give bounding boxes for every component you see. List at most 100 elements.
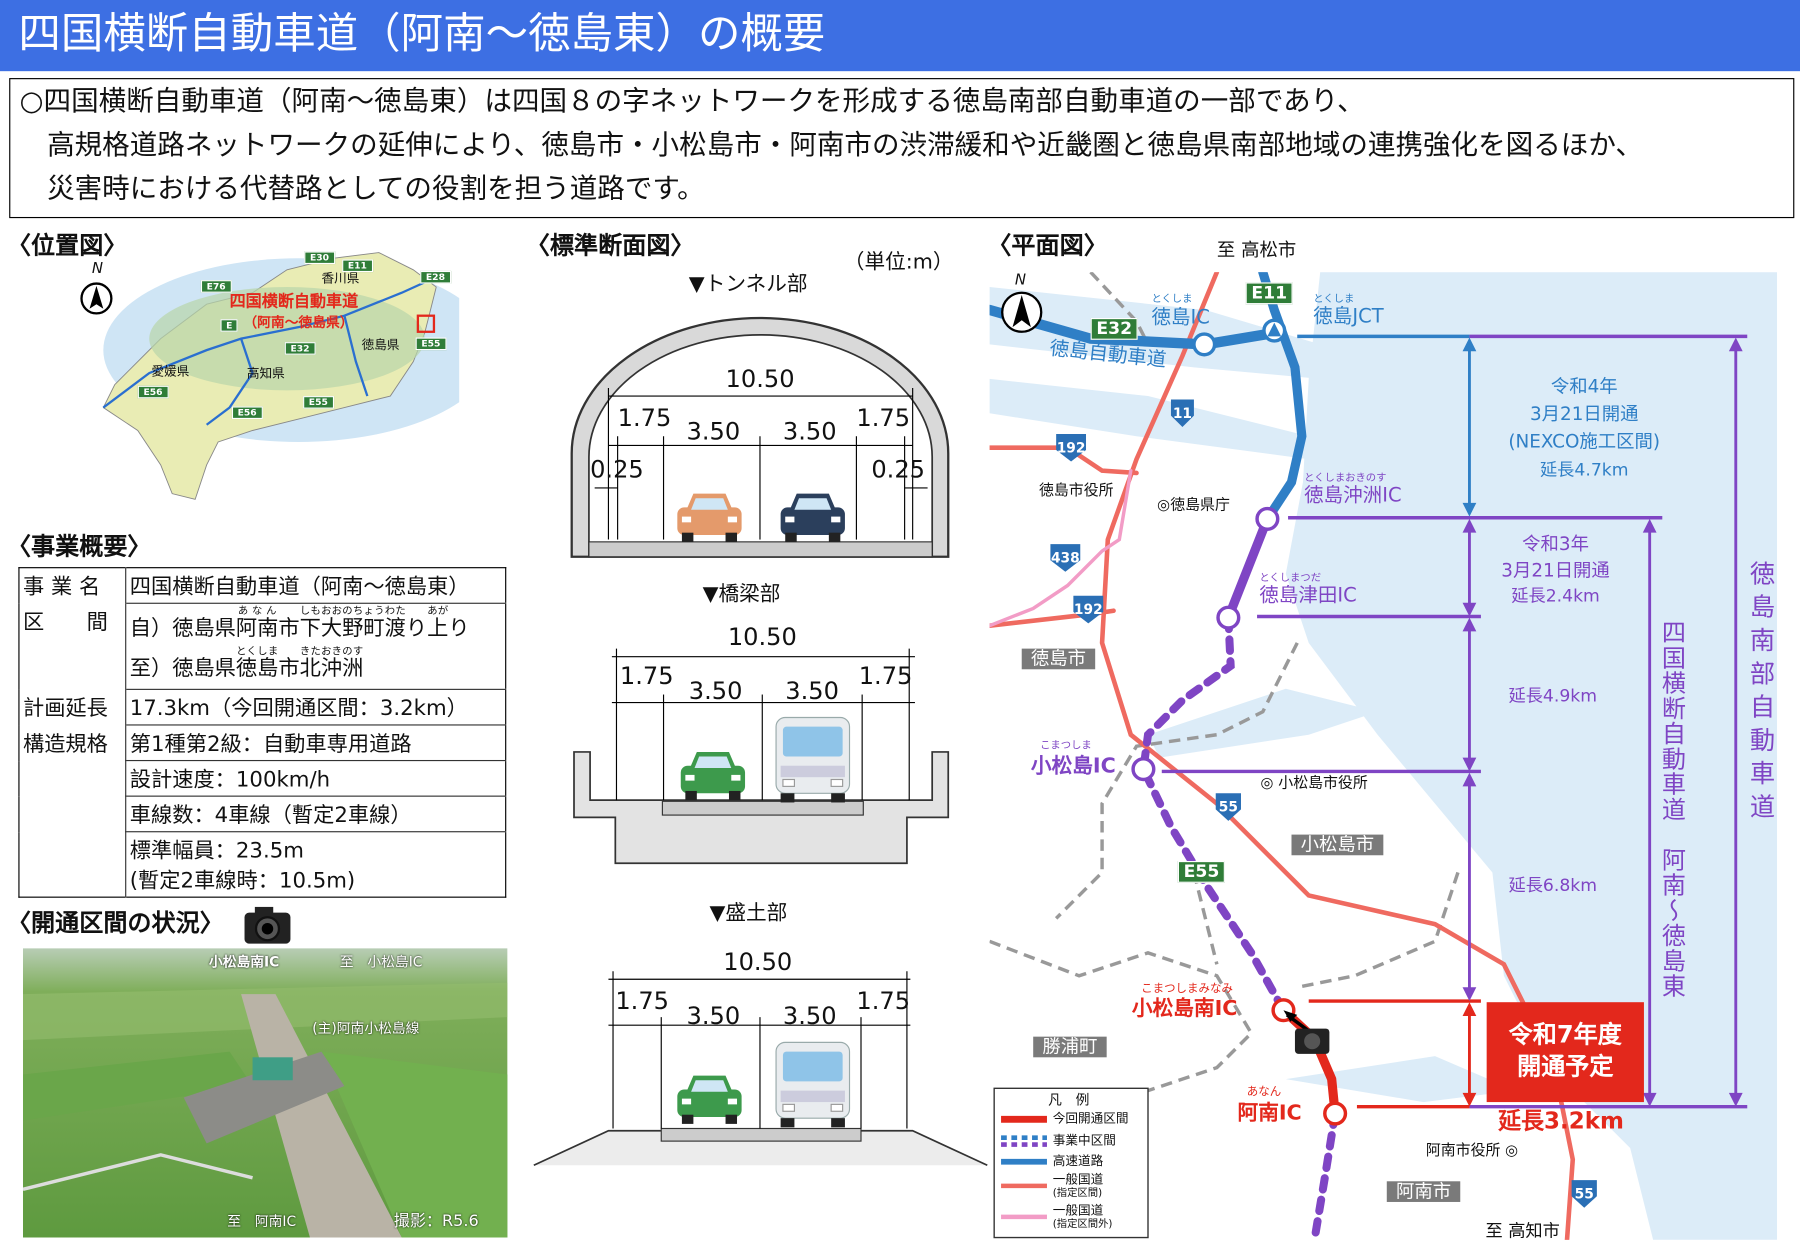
ic-marker xyxy=(1192,332,1217,357)
section-text: 至）徳島県 xyxy=(129,656,236,681)
segment-note: (NEXCO施工区間) xyxy=(1508,430,1661,453)
camera-icon xyxy=(244,906,291,944)
intro-line: 災害時における代替路としての役割を担う道路です。 xyxy=(19,172,705,205)
north-label: N xyxy=(1014,272,1027,290)
row-label: 構造規格 xyxy=(18,724,127,898)
row-value: 17.3km（今回開通区間：3.2km） xyxy=(125,689,506,726)
segment-length: 延長6.8km xyxy=(1508,874,1598,896)
dim-shoulder: 1.75 xyxy=(619,662,674,690)
section-text: 市 xyxy=(278,616,300,641)
opening-status: 開通予定 xyxy=(1517,1052,1614,1081)
dim-shoulder: 1.75 xyxy=(615,987,670,1015)
site-photo xyxy=(22,948,508,1238)
dim-lane: 3.50 xyxy=(782,1002,837,1030)
label-komatsushima-ic: 小松島IC xyxy=(1030,754,1116,779)
north-arrow-icon xyxy=(1001,291,1043,333)
sign-e32: E32 xyxy=(1090,317,1138,341)
intro-line: 高規格道路ネットワークの延伸により、徳島市・小松島市・阿南市の渋滞緩和や近畿圏と… xyxy=(19,128,1643,161)
photo-label-direction: 至 小松島IC xyxy=(339,953,423,971)
tunnel-section xyxy=(570,316,950,558)
bridge-section xyxy=(573,648,950,865)
opening-badge: 令和7年度開通予定 xyxy=(1486,1002,1644,1103)
legend-item-note: (指定区間) xyxy=(1052,1188,1103,1200)
dim-lane: 3.50 xyxy=(785,677,839,705)
photo-label-ic: 小松島南IC xyxy=(208,953,280,971)
unit-label: （単位:m） xyxy=(843,250,954,275)
label-anan-ic: 阿南IC xyxy=(1237,1100,1302,1126)
overview-heading: 〈事業概要〉 xyxy=(6,532,152,561)
photo-label-road: (主)阿南小松島線 xyxy=(312,1020,420,1037)
furigana: とくしまおきのす xyxy=(1304,472,1387,485)
legend-item: 事業中区間 xyxy=(1052,1133,1116,1148)
photo-label-direction: 至 阿南IC xyxy=(227,1213,297,1230)
vertical-label-route: 四国横断自動車道 阿南〜徳島東 xyxy=(1659,619,1687,999)
dim-total: 10.50 xyxy=(727,623,797,651)
pref-kagawa: 香川県 xyxy=(321,270,360,286)
row-value: 四国横断自動車道（阿南～徳島東） xyxy=(125,567,506,604)
dim-total: 10.50 xyxy=(725,365,795,393)
label-tokushima-jct: 徳島JCT xyxy=(1313,305,1384,329)
furigana: きたおきのす xyxy=(299,646,364,658)
segment-year: 令和4年 xyxy=(1550,375,1618,398)
row-value: 設計速度：100km/h xyxy=(125,760,506,797)
dim-shoulder: 1.75 xyxy=(856,404,911,432)
shield-55: 55 xyxy=(1219,800,1238,816)
dim-lane: 3.50 xyxy=(688,677,743,705)
earthwork-section xyxy=(533,971,988,1167)
sign-e55: E55 xyxy=(415,337,447,351)
pref-kochi: 高知県 xyxy=(246,366,285,382)
row-label: 計画延長 xyxy=(18,689,127,725)
label-city-hall: 徳島市役所 xyxy=(1038,482,1114,500)
segment-date: 3月21日開通 xyxy=(1501,559,1610,581)
plan-heading: 〈平面図〉 xyxy=(987,231,1108,260)
overview-table: 事 業 名四国横断自動車道（阿南～徳島東） 区 間 自）徳島県阿南あなん市下大野… xyxy=(18,567,507,898)
label-katsuura: 勝浦町 xyxy=(1033,1036,1107,1058)
sign-e56: E56 xyxy=(137,385,169,399)
map-legend xyxy=(993,1087,1149,1239)
opening-year: 令和7年度 xyxy=(1508,1020,1622,1049)
label-anan-city: 阿南市 xyxy=(1386,1180,1461,1203)
row-label: 事 業 名 xyxy=(18,567,127,604)
cross-section-heading: 〈標準断面図〉 xyxy=(525,231,695,260)
section-text: 阿南 xyxy=(235,616,279,641)
earthwork-label: ▼盛土部 xyxy=(709,901,788,926)
section-text: 下大野町渡 xyxy=(299,616,406,641)
dim-lane: 3.50 xyxy=(686,417,741,446)
furigana: あなん xyxy=(1246,1086,1282,1099)
segment-date: 3月21日開通 xyxy=(1529,402,1639,425)
sign-e32: E32 xyxy=(284,342,316,355)
legend-item: 一般国道 xyxy=(1052,1203,1104,1219)
struct-width-temp: (暫定2車線時：10.5m) xyxy=(129,869,356,894)
bridge-label: ▼橋梁部 xyxy=(702,582,781,607)
section-text: 自）徳島県 xyxy=(129,616,236,641)
furigana: とくしま xyxy=(1151,293,1193,306)
sign-e55: E55 xyxy=(303,396,334,409)
label-tsuda-ic: 徳島津田IC xyxy=(1259,584,1357,608)
route-label-sub: （阿南～徳島県） xyxy=(243,314,354,331)
furigana: こまつしまみなみ xyxy=(1141,982,1233,996)
furigana: あが xyxy=(427,606,449,618)
section-text: り xyxy=(448,616,470,641)
dim-shoulder: 1.75 xyxy=(856,987,911,1015)
row-value: 第1種第2級：自動車専用道路 xyxy=(125,724,506,762)
shield-11: 11 xyxy=(1173,406,1192,422)
vertical-label-road: 徳島南部自動車道 xyxy=(1745,560,1775,827)
furigana: こまつしま xyxy=(1040,740,1092,752)
section-text: 市 xyxy=(278,656,300,681)
row-label: 区 間 xyxy=(18,603,127,690)
page-title: 四国横断自動車道（阿南～徳島東）の概要 xyxy=(18,9,826,59)
segment-r4: 令和4年 3月21日開通 (NEXCO施工区間) 延長4.7km xyxy=(1492,373,1676,483)
struct-width: 標準幅員：23.5m xyxy=(129,839,304,864)
photo-heading: 〈開通区間の状況〉 xyxy=(6,909,224,937)
dim-lane: 3.50 xyxy=(782,417,837,446)
shield-192: 192 xyxy=(1057,440,1086,456)
shield-55: 55 xyxy=(1575,1187,1594,1203)
segment-length: 延長4.7km xyxy=(1539,459,1629,480)
location-map-heading: 〈位置図〉 xyxy=(6,231,128,260)
shield-438: 438 xyxy=(1051,551,1080,567)
row-value-section: 自）徳島県阿南あなん市下大野町渡しもおおのちょうわたり上あがり 至）徳島県徳島と… xyxy=(125,603,506,690)
intro-box: ○四国横断自動車道（阿南～徳島東）は四国８の字ネットワークを形成する徳島南部自動… xyxy=(9,78,1795,219)
route-label: 四国横断自動車道 xyxy=(229,292,359,312)
photo-caption: 撮影：R5.6 xyxy=(393,1212,479,1231)
